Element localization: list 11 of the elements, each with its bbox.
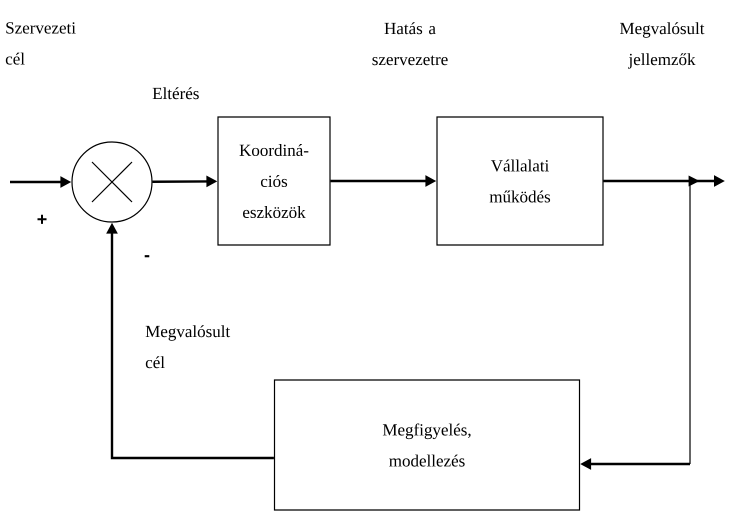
text-label: Hatás a szervezetre: [372, 22, 448, 66]
text-label: Szervezeti cél: [6, 22, 76, 65]
edge-label: Eltérés: [152, 87, 199, 100]
summing-junction: [71, 141, 153, 223]
sign-label: -: [144, 255, 150, 258]
block: Vállalati működés: [436, 116, 604, 246]
edge-label: Megvalósult cél: [146, 325, 230, 368]
sign-label: +: [38, 214, 47, 224]
block: Megfigyelés, modellezés: [274, 379, 580, 511]
block: Koordiná-ciós eszközök: [217, 116, 331, 246]
text-label: Megvalósult jellemzők: [620, 22, 704, 69]
